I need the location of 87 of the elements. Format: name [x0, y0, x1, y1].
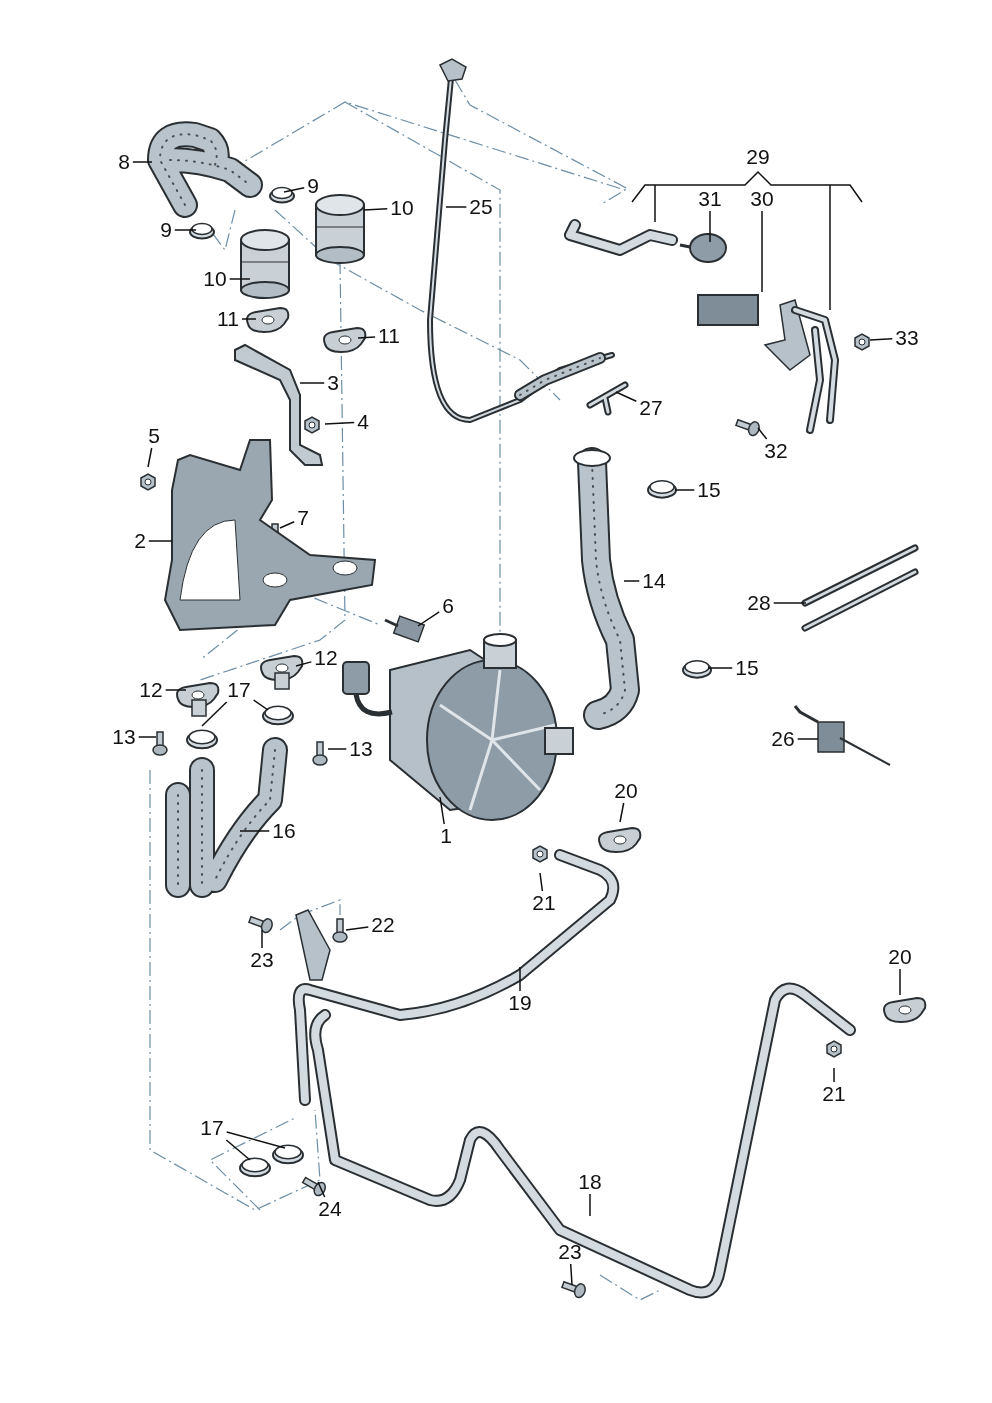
- callout-number: 19: [507, 992, 533, 1014]
- leader-line: [761, 210, 763, 293]
- callout-number: 3: [326, 372, 340, 394]
- leader-line: [757, 427, 768, 440]
- callout-number: 17: [199, 1117, 225, 1139]
- leader-line: [869, 338, 894, 341]
- callout-number: 31: [697, 188, 723, 210]
- callout-number: 30: [749, 188, 775, 210]
- leader-line: [417, 611, 440, 627]
- leader-line: [623, 580, 641, 582]
- callout-number: 5: [147, 425, 161, 447]
- leader-line: [539, 872, 544, 892]
- callout-number: 23: [249, 949, 275, 971]
- leader-line: [228, 278, 251, 280]
- callout-number: 12: [138, 679, 164, 701]
- callout-number: 17: [226, 679, 252, 701]
- callout-number: 27: [638, 397, 664, 419]
- leader-line: [279, 521, 295, 529]
- callout-number: 16: [271, 820, 297, 842]
- leader-line: [519, 966, 521, 992]
- leader-line: [569, 1263, 573, 1286]
- leader-line: [899, 968, 901, 996]
- leader-line: [674, 489, 696, 491]
- callout-number: 26: [770, 728, 796, 750]
- leader-line: [439, 796, 445, 825]
- callout-number: 1: [439, 825, 453, 847]
- callout-number: 21: [821, 1083, 847, 1105]
- leader-line: [239, 830, 271, 832]
- leader-line: [299, 382, 325, 384]
- callout-number: 2: [133, 530, 147, 552]
- callout-number: 20: [887, 946, 913, 968]
- leader-line: [147, 447, 153, 468]
- callout-number: 10: [389, 197, 415, 219]
- callout-number: 11: [377, 325, 401, 347]
- callout-number: 10: [202, 268, 228, 290]
- callout-number: 13: [348, 738, 374, 760]
- callout-number: 15: [734, 657, 760, 679]
- leader-line: [363, 208, 389, 211]
- leader-line: [615, 391, 638, 403]
- callout-number: 32: [763, 440, 789, 462]
- leader-line: [589, 1193, 591, 1217]
- callout-number: 20: [613, 780, 639, 802]
- leader-line: [357, 336, 376, 339]
- callout-number: 14: [641, 570, 667, 592]
- leader-line: [324, 421, 355, 425]
- leader-line: [148, 540, 173, 542]
- leader-line: [327, 748, 348, 750]
- leader-line: [295, 661, 313, 667]
- callout-number: 13: [111, 726, 137, 748]
- callout-number: 33: [894, 327, 920, 349]
- callout-number: 7: [296, 507, 310, 529]
- callout-number: 8: [117, 151, 131, 173]
- leader-line: [707, 667, 734, 669]
- leader-line: [164, 689, 187, 691]
- callout-number: 25: [468, 196, 494, 218]
- leader-line: [772, 602, 807, 604]
- callout-number: 12: [313, 647, 339, 669]
- callout-number: 11: [216, 308, 240, 330]
- leader-line: [137, 736, 157, 738]
- leader-line: [445, 206, 468, 208]
- leader-line: [261, 929, 263, 949]
- callout-number: 9: [306, 175, 320, 197]
- leader-line: [225, 1139, 251, 1161]
- leader-line: [201, 701, 228, 727]
- leader-line: [132, 161, 153, 163]
- leader-line: [225, 1131, 286, 1149]
- callout-number: 21: [531, 892, 557, 914]
- callout-number: 28: [746, 592, 772, 614]
- callout-number: 9: [159, 219, 173, 241]
- leader-line: [833, 1067, 835, 1083]
- callout-number: 23: [557, 1241, 583, 1263]
- leader-line: [796, 738, 819, 740]
- leader-line: [619, 802, 625, 823]
- leader-line: [709, 210, 711, 243]
- callout-number: 15: [696, 479, 722, 501]
- callout-number: 4: [356, 411, 370, 433]
- leader-line: [345, 926, 370, 931]
- leader-line: [317, 1181, 326, 1198]
- callout-number: 6: [441, 595, 455, 617]
- leader-line: [283, 187, 305, 193]
- callout-number: 29: [745, 146, 771, 168]
- callout-number: 24: [317, 1198, 343, 1220]
- callout-number: 22: [370, 914, 396, 936]
- callout-number: 18: [577, 1171, 603, 1193]
- leader-line: [174, 229, 197, 231]
- leader-line: [252, 699, 269, 711]
- leader-line: [241, 318, 257, 320]
